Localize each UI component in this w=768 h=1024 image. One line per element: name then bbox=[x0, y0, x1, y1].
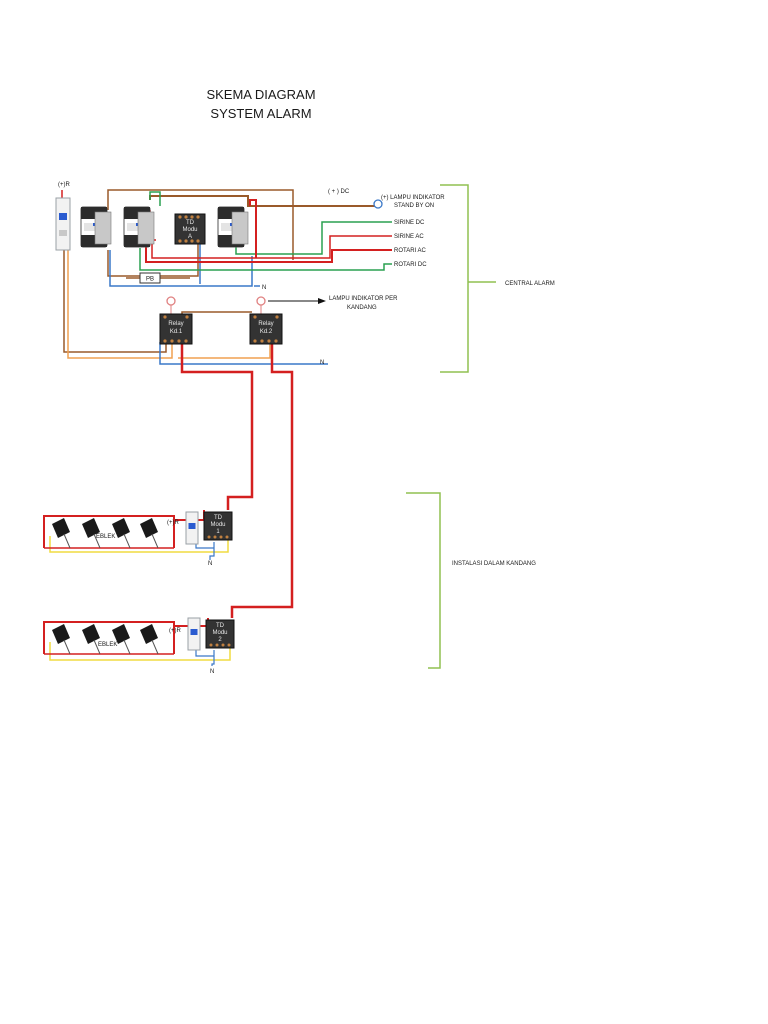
supply-label-row-1: (+)R bbox=[167, 520, 180, 526]
timer-module-1 bbox=[203, 511, 233, 541]
relay-2-line-1: Relay bbox=[258, 321, 273, 327]
kandang-group-label: INSTALASI DALAM KANDANG bbox=[452, 561, 536, 567]
eblek-label-row-1: EBLEK bbox=[96, 534, 115, 540]
eblek-sensor-2 bbox=[82, 518, 101, 549]
pushbutton-box bbox=[139, 272, 161, 284]
eblek-sensor-5 bbox=[52, 624, 71, 655]
contactor-1 bbox=[80, 206, 112, 248]
output-sirine-dc: SIRINE DC bbox=[394, 220, 425, 226]
mcb-breaker bbox=[55, 197, 71, 251]
indicator-standby-line-2: STAND BY ON bbox=[394, 203, 434, 209]
module-1-line-3: 1 bbox=[216, 529, 220, 535]
relay-2-lamp bbox=[256, 296, 266, 306]
neutral-label-row-2: N bbox=[210, 669, 214, 675]
kandang-row-1 bbox=[43, 510, 233, 560]
eblek-sensor-7 bbox=[112, 624, 131, 655]
relay-1-line-2: Kd.1 bbox=[170, 329, 183, 335]
indicator-arrow-head bbox=[318, 298, 326, 304]
neutral-top-label: N bbox=[262, 285, 266, 291]
output-rotari-ac: ROTARI AC bbox=[394, 248, 427, 254]
indicator-standby-line-1: (+) LAMPU INDIKATOR bbox=[381, 195, 445, 201]
timer-module-2 bbox=[205, 619, 235, 649]
mcb-breaker-row-2 bbox=[187, 617, 201, 651]
central-alarm-bracket bbox=[440, 184, 469, 373]
output-rotari-dc: ROTARI DC bbox=[394, 262, 427, 268]
relay-2-line-2: Kd.2 bbox=[260, 329, 273, 335]
eblek-label-row-2: EBLEK bbox=[98, 642, 117, 648]
timer-a-line-2: Modu bbox=[182, 227, 197, 233]
central-wiring bbox=[61, 189, 392, 618]
eblek-sensor-3 bbox=[112, 518, 131, 549]
neutral-label-row-1: N bbox=[208, 561, 212, 567]
relay-1-lamp bbox=[166, 296, 176, 306]
standby-indicator-lamp bbox=[373, 199, 383, 209]
supply-r-label: (+)R bbox=[58, 182, 71, 188]
kandang-row-2 bbox=[43, 617, 235, 666]
relay-kd-1 bbox=[159, 313, 193, 345]
mcb-breaker-row-1 bbox=[185, 511, 199, 545]
module-1-line-1: TD bbox=[214, 515, 223, 521]
eblek-sensor-4 bbox=[140, 518, 159, 549]
kandang-bracket bbox=[406, 492, 441, 669]
eblek-sensor-8 bbox=[140, 624, 159, 655]
supply-label-row-2: (+)R bbox=[169, 628, 182, 634]
module-1-line-2: Modu bbox=[210, 522, 225, 528]
indicator-kandang-line-2: KANDANG bbox=[347, 305, 377, 311]
relay-kd-2 bbox=[249, 313, 283, 345]
timer-a-line-1: TD bbox=[186, 220, 195, 226]
dc-positive-label: ( + ) DC bbox=[328, 189, 350, 195]
contactor-2 bbox=[123, 206, 155, 248]
timer-module-a bbox=[174, 213, 206, 245]
contactor-3 bbox=[217, 206, 249, 248]
central-alarm-label: CENTRAL ALARM bbox=[505, 281, 555, 287]
pushbutton-label: PB bbox=[146, 277, 154, 283]
output-sirine-ac: SIRINE AC bbox=[394, 234, 424, 240]
title-line-2: SYSTEM ALARM bbox=[210, 106, 311, 121]
title-line-1: SKEMA DIAGRAM bbox=[206, 87, 315, 102]
indicator-kandang-line-1: LAMPU INDIKATOR PER bbox=[329, 296, 398, 302]
module-2-line-2: Modu bbox=[212, 630, 227, 636]
neutral-bottom-label: N bbox=[320, 360, 324, 366]
module-2-line-1: TD bbox=[216, 623, 225, 629]
module-2-line-3: 2 bbox=[218, 637, 222, 643]
eblek-sensor-1 bbox=[52, 518, 71, 549]
timer-a-line-3: A bbox=[188, 234, 192, 240]
eblek-sensor-6 bbox=[82, 624, 101, 655]
relay-1-line-1: Relay bbox=[168, 321, 183, 327]
